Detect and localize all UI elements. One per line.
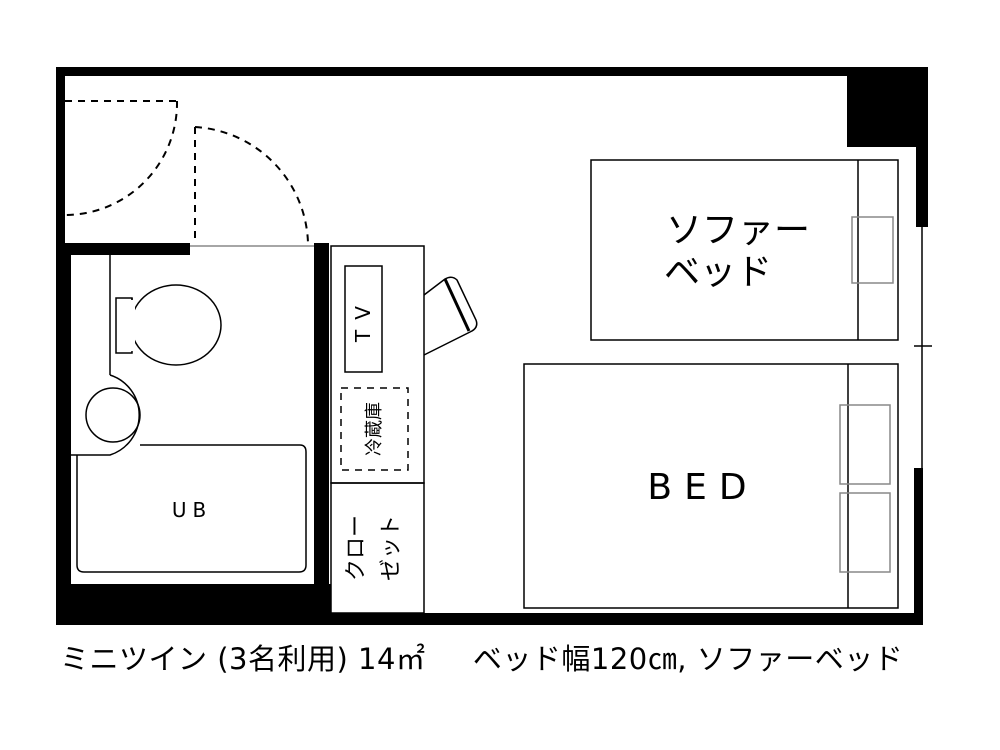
extra-bed: ソファーベッド	[696, 642, 904, 676]
right-wall-lower	[914, 468, 923, 625]
room-caption: ミニツイン (3名利用) 14㎡ ベッド幅120㎝, ソファーベッド	[60, 636, 940, 678]
bed: BED	[523, 363, 899, 609]
window	[914, 227, 932, 468]
corner-pillar	[847, 67, 928, 147]
bathroom: UB	[71, 255, 314, 584]
room-area: 14㎡	[358, 642, 426, 676]
bath-top-wall	[56, 243, 190, 255]
toilet-icon	[115, 284, 222, 366]
bath-left-wall	[56, 243, 71, 625]
sofa-bed-label-line2: ベッド	[664, 252, 772, 293]
room-type: ミニツイン	[60, 642, 208, 676]
closet[interactable]: クロー ゼット	[330, 482, 425, 614]
closet-label-line2: ゼット	[379, 515, 404, 581]
pillow	[839, 404, 891, 485]
entrance-door[interactable]	[64, 100, 179, 216]
right-wall-upper	[916, 67, 928, 227]
sink-icon	[71, 374, 141, 456]
fridge-label: 冷蔵庫	[364, 402, 385, 456]
bottom-wall	[330, 613, 923, 625]
counter: TV 冷蔵庫	[330, 245, 425, 484]
sofa-bed: ソファー ベッド	[590, 159, 899, 341]
occupancy: (3名利用)	[217, 642, 349, 676]
bathroom-door[interactable]	[190, 126, 314, 247]
closet-label-line1: クロー	[344, 515, 369, 581]
sofa-bed-label-line1: ソファー	[666, 210, 810, 251]
bath-bottom-wall	[56, 584, 331, 625]
bath-right-wall	[314, 243, 329, 625]
tv-label: TV	[351, 296, 375, 343]
top-wall	[56, 67, 928, 76]
fridge	[340, 387, 409, 471]
walls	[56, 67, 928, 625]
unit-bath-label: UB	[172, 498, 212, 522]
tv	[344, 265, 383, 373]
pillow	[839, 492, 891, 573]
bed-label: BED	[647, 467, 758, 508]
bathtub: UB	[76, 444, 307, 573]
bed-width: ベッド幅120㎝,	[472, 642, 687, 676]
pillow	[851, 216, 894, 284]
chair-icon	[423, 276, 478, 356]
